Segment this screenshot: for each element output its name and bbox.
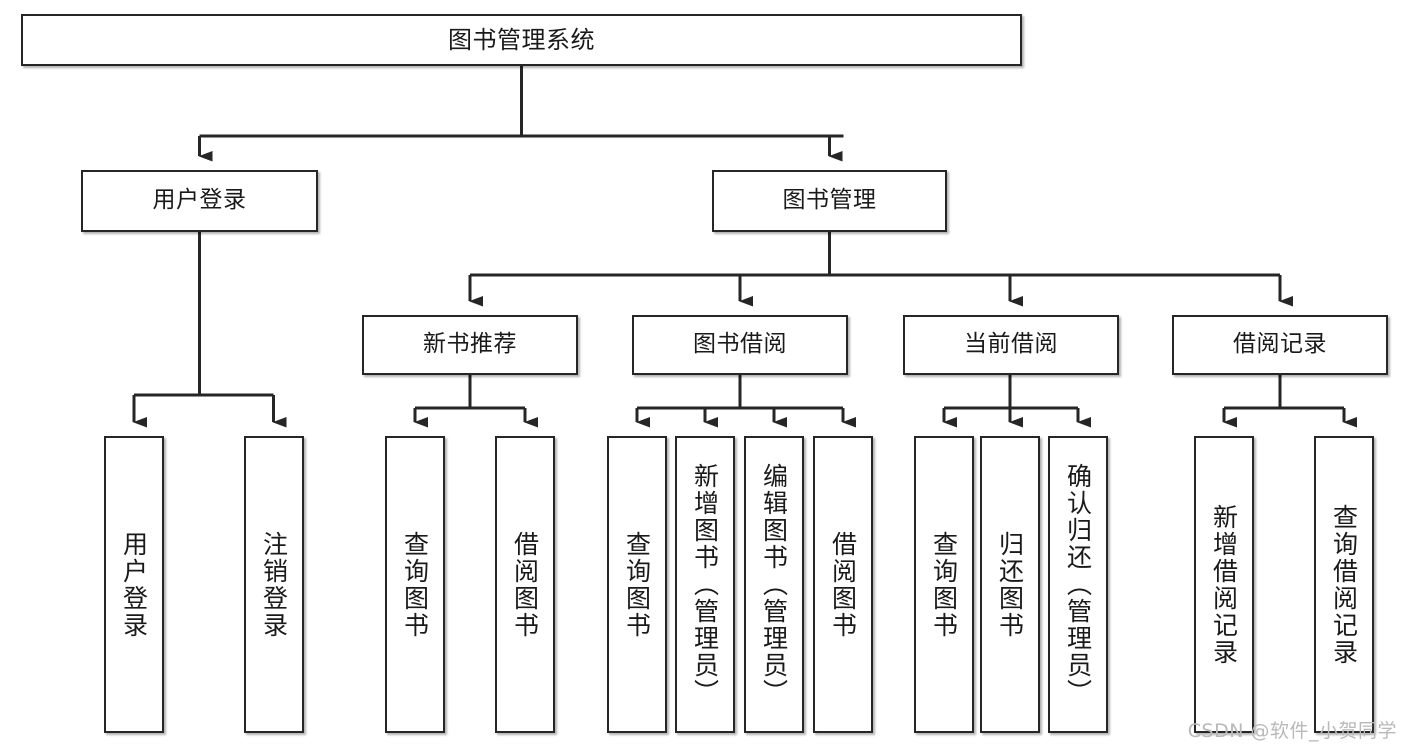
node-label: 确认归还（管理员） [1063,463,1093,706]
node-current-borrow[interactable]: 当前借阅 [903,315,1119,375]
node-root-book-management-system[interactable]: 图书管理系统 [21,14,1022,66]
node-borrow-record[interactable]: 借阅记录 [1172,315,1388,375]
node-book-management[interactable]: 图书管理 [712,170,947,232]
node-label: 用户登录 [152,187,247,214]
node-label: 借阅记录 [1233,331,1327,358]
node-book-borrow[interactable]: 图书借阅 [632,315,848,375]
node-label: 查询借阅记录 [1329,503,1359,666]
node-label: 借阅图书 [510,530,540,639]
node-label: 新增借阅记录 [1209,503,1239,666]
csdn-watermark: CSDN @软件_小贺同学 [1187,720,1397,742]
node-label: 图书借阅 [693,331,787,358]
node-label: 查询图书 [622,530,652,639]
node-label: 借阅图书 [828,530,858,639]
leaf-user-login-login[interactable]: 用户登录 [104,436,164,733]
leaf-book-borrow-query-book[interactable]: 查询图书 [607,436,667,733]
leaf-current-borrow-return-book[interactable]: 归还图书 [980,436,1040,733]
node-label: 编辑图书（管理员） [759,463,789,706]
node-label: 归还图书 [995,530,1025,639]
node-user-login[interactable]: 用户登录 [81,170,318,232]
node-label: 图书管理 [782,187,877,214]
leaf-current-borrow-query-book[interactable]: 查询图书 [914,436,974,733]
node-label: 注销登录 [259,530,289,639]
leaf-new-book-query-book[interactable]: 查询图书 [385,436,445,733]
node-label: 新书推荐 [423,331,517,358]
node-label: 当前借阅 [964,331,1058,358]
leaf-new-book-borrow-book[interactable]: 借阅图书 [495,436,555,733]
leaf-book-borrow-add-book-admin[interactable]: 新增图书（管理员） [675,436,735,733]
leaf-current-borrow-confirm-return-admin[interactable]: 确认归还（管理员） [1048,436,1108,733]
node-label: 查询图书 [929,530,959,639]
leaf-borrow-record-add-record[interactable]: 新增借阅记录 [1194,436,1254,733]
leaf-borrow-record-query-record[interactable]: 查询借阅记录 [1314,436,1374,733]
node-label: 用户登录 [119,530,149,639]
node-label: 查询图书 [400,530,430,639]
node-label: 图书管理系统 [448,25,595,54]
node-label: 新增图书（管理员） [690,463,720,706]
node-new-book-recommend[interactable]: 新书推荐 [362,315,578,375]
leaf-book-borrow-borrow-book[interactable]: 借阅图书 [813,436,873,733]
leaf-book-borrow-edit-book-admin[interactable]: 编辑图书（管理员） [744,436,804,733]
leaf-user-login-logout[interactable]: 注销登录 [244,436,304,733]
